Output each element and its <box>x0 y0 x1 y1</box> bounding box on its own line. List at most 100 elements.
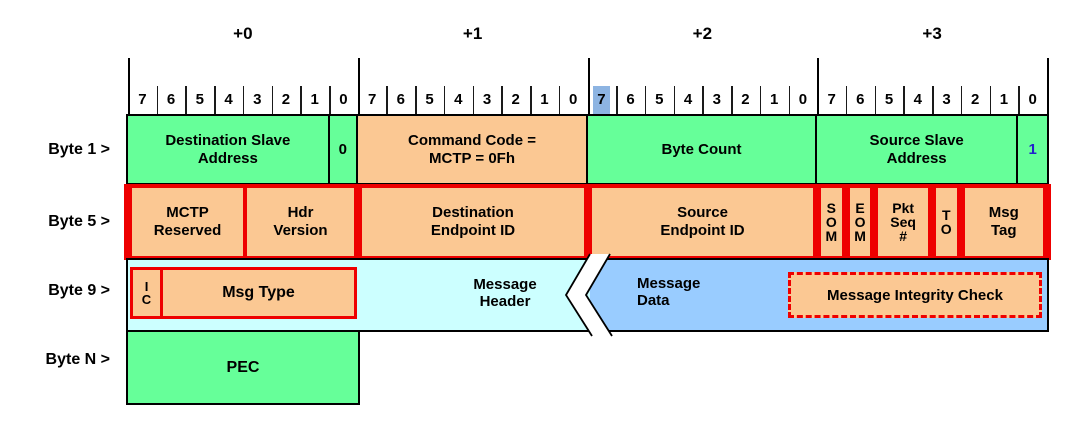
bit-number-label: 5 <box>655 91 664 108</box>
byte-row-label-5: Byte 5 > <box>48 213 110 230</box>
cell-rw-bit: 0 <box>329 116 356 183</box>
row-byten: PEC <box>126 330 360 405</box>
cell-line: Command Code = <box>408 131 536 149</box>
bit-number-label: 4 <box>913 91 922 108</box>
bit-number-label: 3 <box>942 91 951 108</box>
byte-offset-label: +2 <box>692 24 713 43</box>
bit-number-label: 5 <box>195 91 204 108</box>
cell-line: Source <box>677 204 728 221</box>
cell-mctp-reserved: MCTP Reserved <box>132 188 243 256</box>
cell-to: T O <box>935 188 957 256</box>
bit-tick-line <box>558 86 561 116</box>
message-integrity-check-box: Message Integrity Check <box>788 272 1042 318</box>
bit-number-label: 2 <box>511 91 520 108</box>
cell-line: Message Integrity Check <box>827 286 1003 304</box>
cell-pkt-seq: Pkt Seq # <box>878 188 928 256</box>
bit-tick-line <box>443 86 446 116</box>
cell-line: MCTP = 0Fh <box>429 149 515 167</box>
bit-tick-line <box>329 86 331 116</box>
bit-number-label: 2 <box>281 91 291 108</box>
byte-offset-label: +1 <box>462 24 483 43</box>
cell-line: Endpoint ID <box>430 222 516 239</box>
cell-line: Address <box>197 149 258 167</box>
cell-addr-bit: 1 <box>1018 116 1047 183</box>
bit-number-label: 5 <box>425 91 434 108</box>
bit-tick-line <box>501 86 503 116</box>
bit-number-label: 5 <box>884 91 894 108</box>
bit-tick-line <box>415 86 417 116</box>
bit-number-label: 0 <box>339 91 348 108</box>
bit-number-label: 4 <box>683 91 693 108</box>
bit-number-label: 6 <box>396 91 405 108</box>
cell-line: E <box>855 200 865 216</box>
bit-number-label: 0 <box>568 91 578 108</box>
cell-line: Pkt <box>892 200 915 216</box>
bit-tick-line <box>386 86 388 116</box>
bit-tick-line <box>845 86 848 116</box>
bit-tick-line <box>185 86 187 116</box>
cell-source-endpoint-id: Source Endpoint ID <box>592 188 813 256</box>
bit-tick-line <box>214 86 216 116</box>
zigzag-tear <box>564 253 613 337</box>
cell-line: Hdr <box>287 204 314 221</box>
byte-row-label-1: Byte 1 > <box>48 141 110 158</box>
bit-tick-line <box>616 86 618 116</box>
bit-number-label: 7 <box>138 91 147 108</box>
cell-line: O <box>940 221 952 237</box>
cell-line: O <box>825 214 837 230</box>
cell-msg-type: Msg Type <box>163 270 354 316</box>
byte-offset-label: +0 <box>233 24 253 43</box>
bit-tick-line <box>644 86 647 116</box>
bit-tick-line <box>788 86 791 116</box>
cell-line: Reserved <box>153 222 222 239</box>
label-line: Header <box>479 293 531 310</box>
bit-number-label: 1 <box>310 91 319 108</box>
bit-tick-line <box>242 86 245 116</box>
bit-number-label: 3 <box>482 91 492 108</box>
cell-line: C <box>141 292 152 307</box>
bit-number-label: 0 <box>798 91 808 108</box>
cell-line: 1 <box>1028 140 1037 158</box>
cell-line: Byte Count <box>661 140 742 158</box>
bit-number-label: 7 <box>827 91 836 108</box>
bit-tick-line <box>271 86 274 116</box>
bit-tick-line <box>156 86 159 116</box>
cell-line: # <box>899 228 908 244</box>
bit-number-label: 6 <box>856 91 865 108</box>
bit-number-label: 6 <box>166 91 176 108</box>
byte-boundary-line <box>357 58 360 116</box>
cell-line: Address <box>886 149 947 167</box>
bit-tick-line <box>300 86 302 116</box>
cell-line: S <box>826 200 837 216</box>
bit-tick-line <box>874 86 877 116</box>
cell-destination-endpoint-id: Destination Endpoint ID <box>362 188 584 256</box>
cell-line: Source Slave <box>869 131 964 149</box>
cell-line: PEC <box>226 358 260 376</box>
cell-line: Tag <box>991 222 1017 239</box>
cell-line: M <box>854 228 866 244</box>
cell-line: T <box>941 207 951 223</box>
cell-line: Destination <box>432 204 514 221</box>
row-byte5: MCTP Reserved Hdr Version Destination En… <box>124 184 1051 260</box>
cell-line: Msg Type <box>222 284 295 301</box>
cell-pec: PEC <box>128 332 358 403</box>
cell-line: I <box>144 279 149 294</box>
bit-number-label: 1 <box>770 91 779 108</box>
bit-tick-line <box>472 86 475 116</box>
bit-tick-line <box>530 86 532 116</box>
cell-eom: E O M <box>849 188 871 256</box>
byte-boundary-line <box>587 58 590 116</box>
bit-number-label: 1 <box>540 91 549 108</box>
byte-boundary-line <box>128 58 130 116</box>
message-header-label: Message Header <box>473 276 536 310</box>
bit-tick-line <box>903 86 905 116</box>
bit-number-label: 3 <box>253 91 262 108</box>
cell-som: S O M <box>821 188 842 256</box>
cell-line: O <box>854 214 866 230</box>
cell-ic: I C <box>133 270 160 316</box>
cell-line: Msg <box>988 204 1019 221</box>
bit-number-label: 4 <box>224 91 233 108</box>
cell-source-slave-address: Source Slave Address <box>817 116 1017 183</box>
bit-tick-line <box>759 86 762 116</box>
